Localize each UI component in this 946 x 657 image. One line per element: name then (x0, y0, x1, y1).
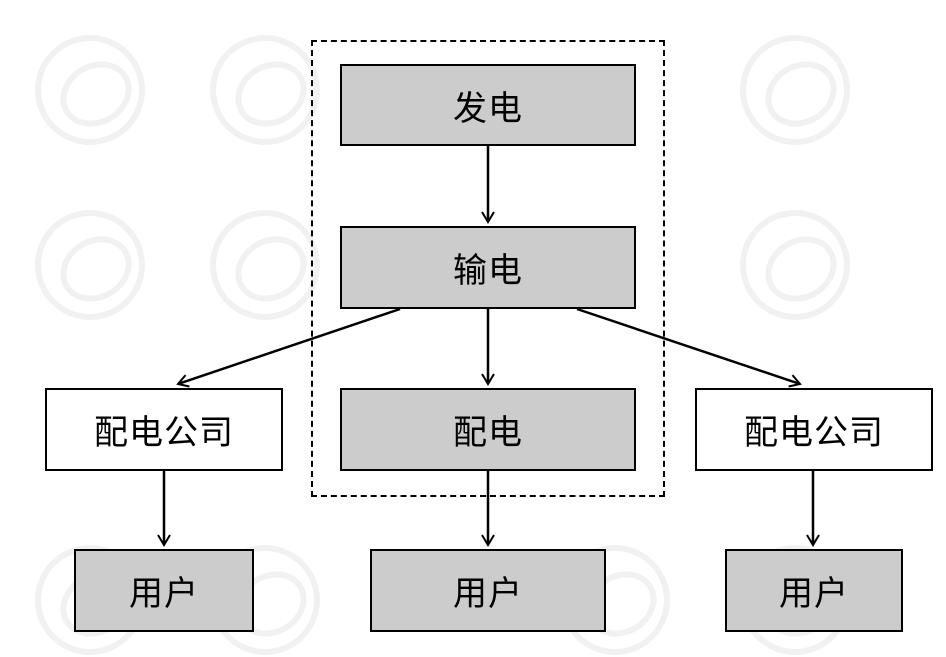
node-distribution-company-right: 配电公司 (695, 388, 933, 471)
watermark-logo (210, 35, 320, 145)
watermark-logo (210, 210, 320, 320)
node-user-left: 用户 (74, 549, 254, 632)
arrow-transmission-to-left-company (176, 307, 401, 388)
node-transmission: 输电 (340, 226, 636, 309)
node-user-right: 用户 (725, 549, 903, 632)
node-distribution-company-left: 配电公司 (45, 388, 283, 471)
watermark-logo (35, 210, 145, 320)
watermark-logo (35, 35, 145, 145)
watermark-logo (740, 210, 850, 320)
node-user-center: 用户 (370, 549, 606, 632)
arrow-transmission-to-right-company (576, 307, 802, 388)
node-distribution: 配电 (340, 388, 636, 471)
watermark-logo (740, 35, 850, 145)
node-generation: 发电 (340, 64, 636, 146)
